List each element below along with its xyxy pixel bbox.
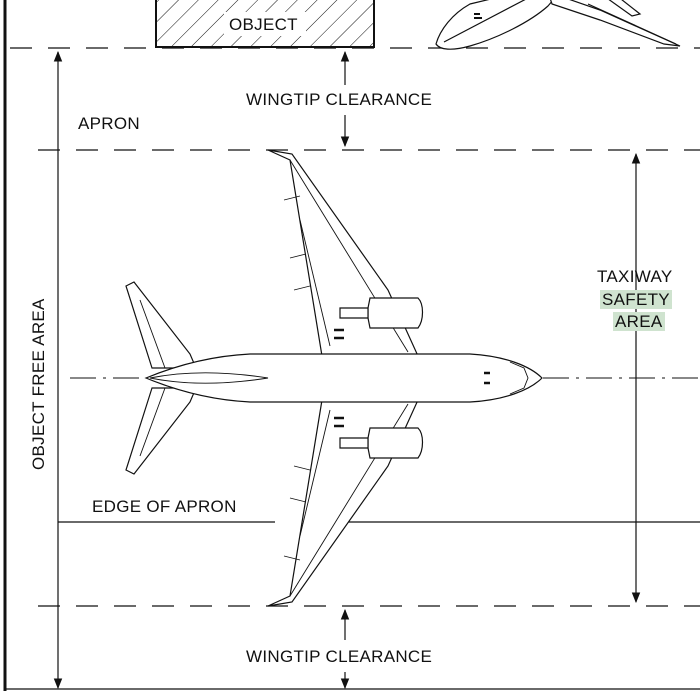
taxiway-label: TAXIWAY [597,267,673,286]
object-free-area-label: OBJECT FREE AREA [29,298,48,470]
safety-highlight: SAFETY [600,290,672,309]
aircraft-top-view [125,149,543,607]
wingtip-clearance-top-label: WINGTIP CLEARANCE [246,90,433,109]
area-label: AREA [613,312,665,332]
apron-label: APRON [78,114,140,133]
aircraft-upper-engine [367,297,424,329]
edge-of-apron-label: EDGE OF APRON [92,497,237,516]
aircraft-lower-engine [367,427,424,459]
area-highlight: AREA [613,312,665,331]
wingtip-clearance-bottom-label: WINGTIP CLEARANCE [246,647,433,666]
parked-aircraft-outline [435,0,681,50]
safety-label: SAFETY [600,290,672,310]
aircraft-upper-stabilizer [125,281,197,369]
aircraft-fuselage [144,353,543,403]
aircraft-lower-stabilizer [125,387,197,475]
object-label: OBJECT [229,15,298,34]
